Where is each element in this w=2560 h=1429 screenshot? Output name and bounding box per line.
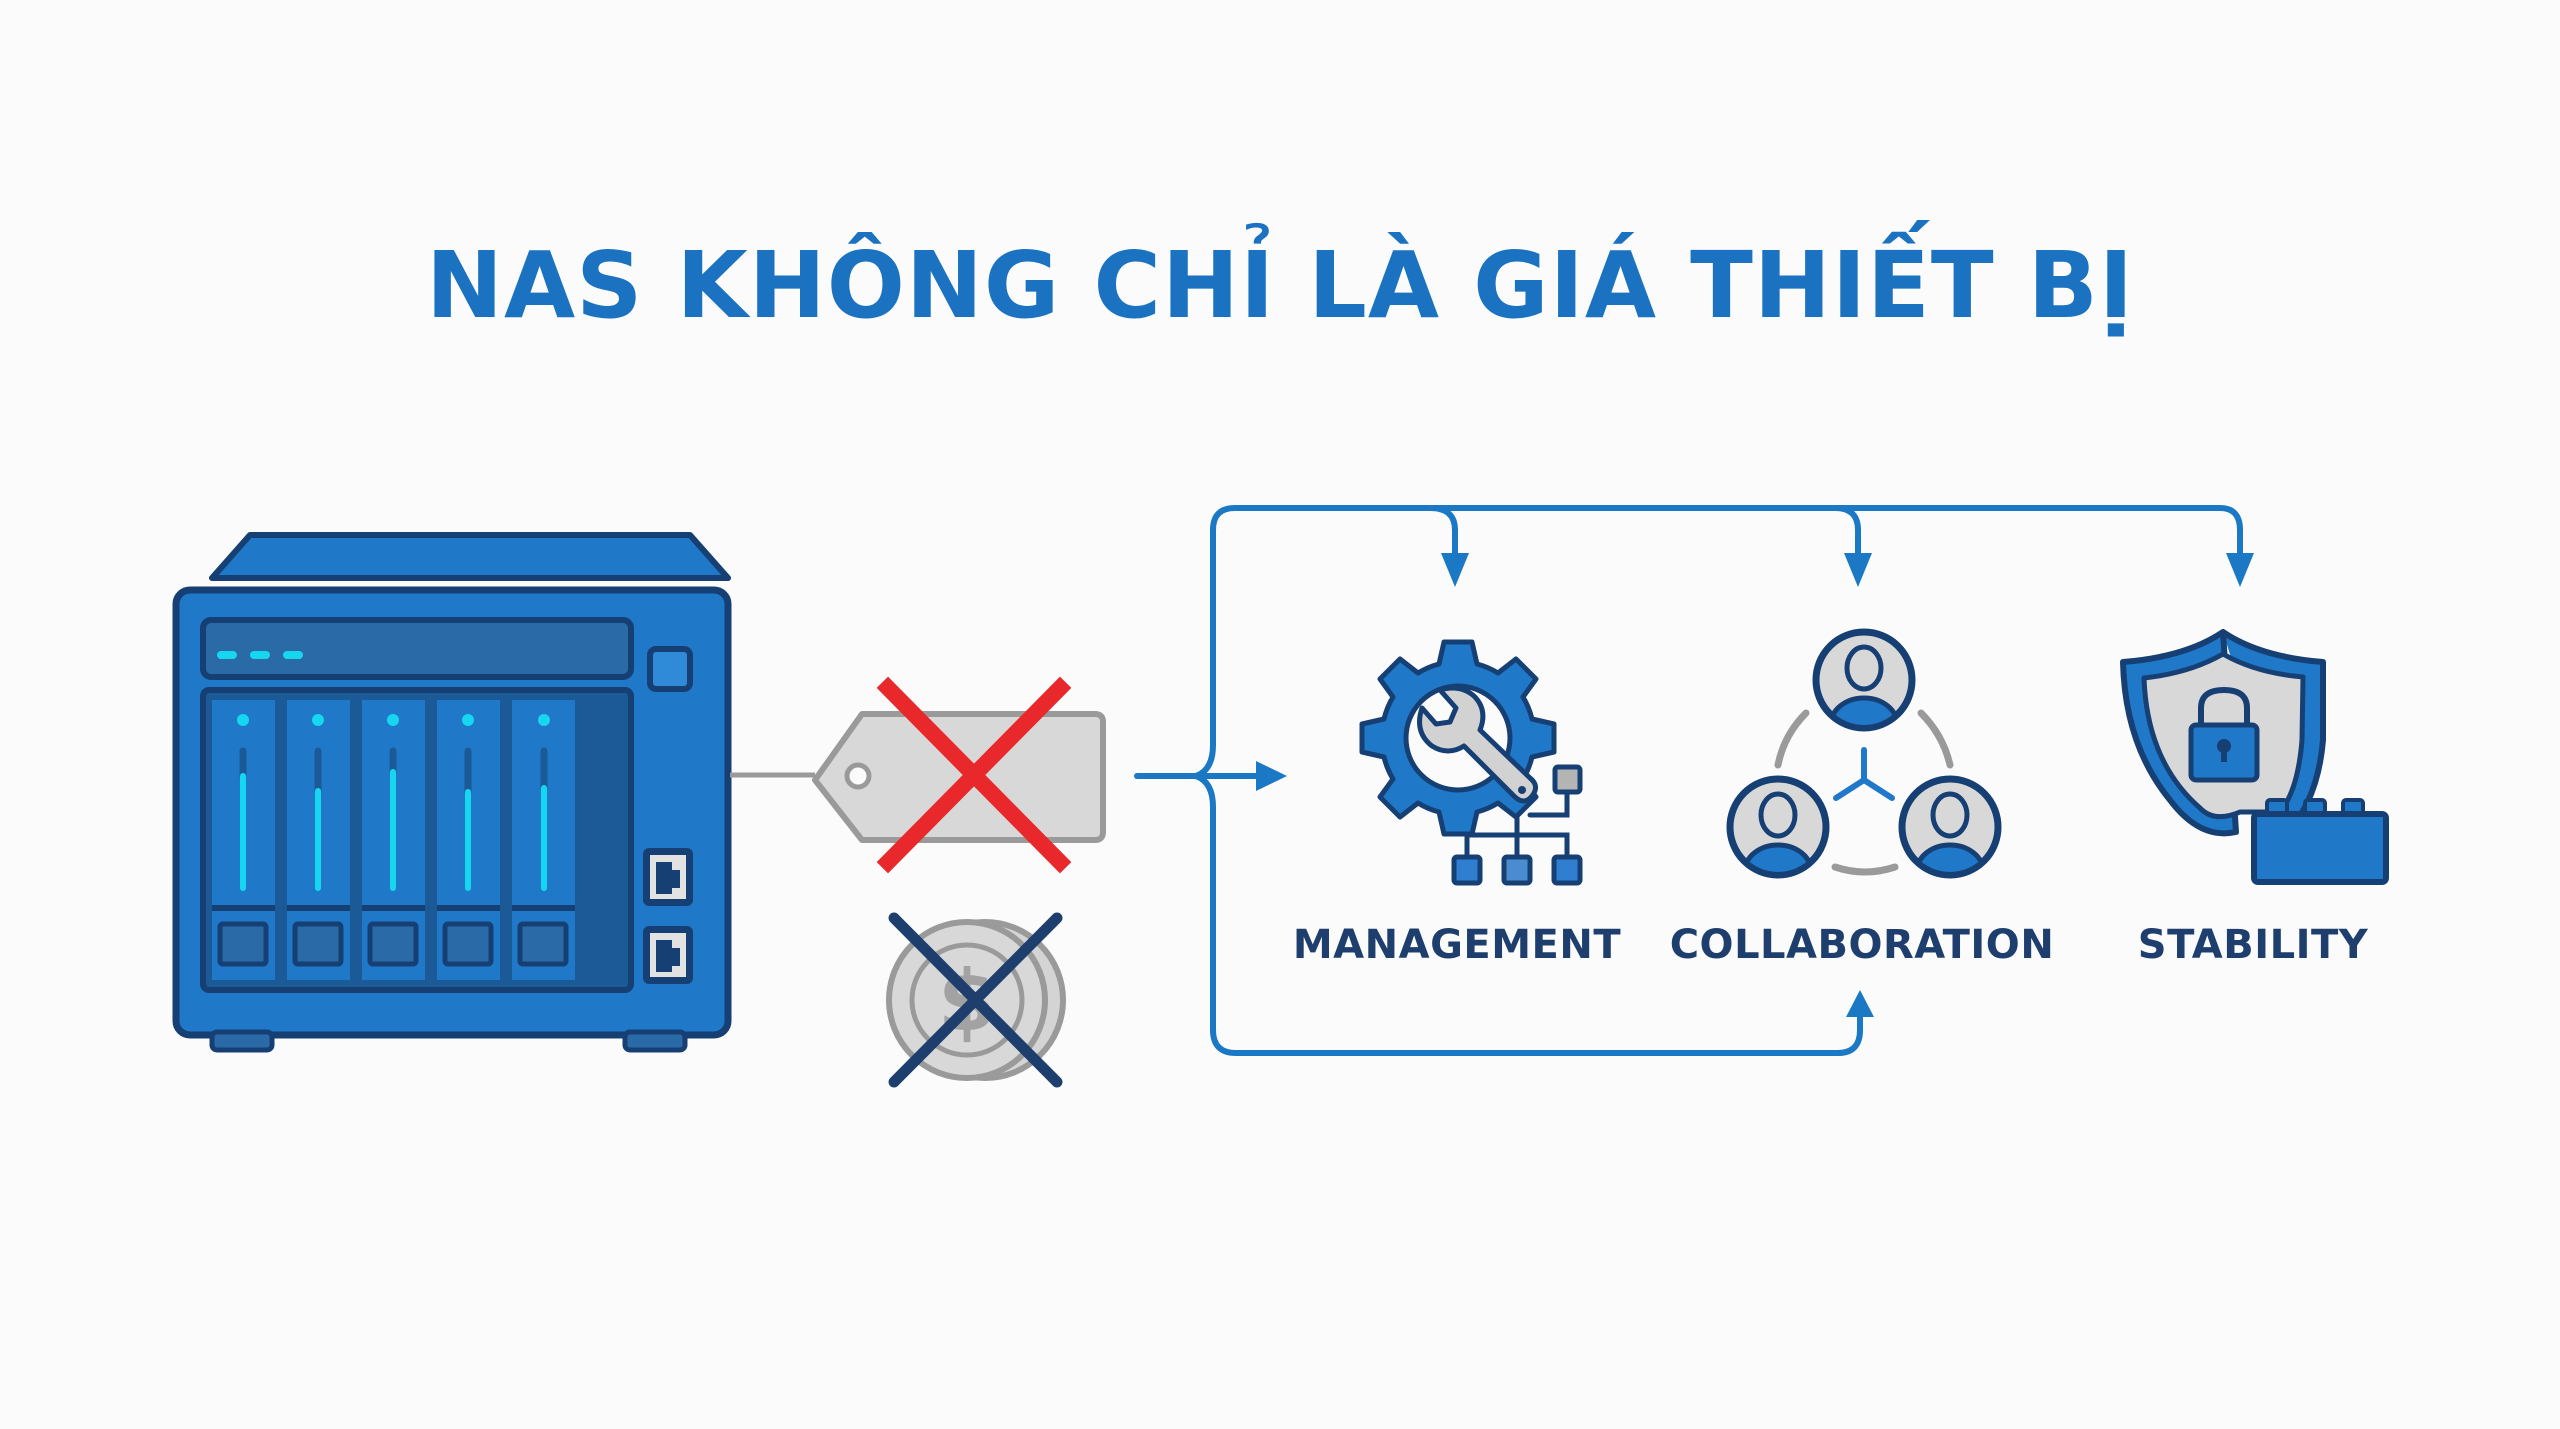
drive-bay [362, 700, 425, 980]
drive-bay [512, 700, 575, 980]
ethernet-port-icon [643, 848, 693, 906]
arrow-down-icon [2226, 553, 2254, 587]
red-cross-icon [876, 676, 1072, 874]
page-title: NAS KHÔNG CHỈ LÀ GIÁ THIẾT BỊ [425, 232, 2135, 339]
drive-bay [287, 700, 350, 980]
person-avatar-icon [1812, 628, 1916, 732]
connector-lines [1134, 505, 2243, 1056]
benefit-label-stability: STABILITY [2137, 922, 2369, 968]
arrow-heads [1256, 553, 2254, 1017]
power-button-icon [647, 646, 693, 692]
drive-bay [437, 700, 500, 980]
arrow-up-icon [1846, 990, 1874, 1017]
people-network-icon [1726, 628, 2002, 879]
shield-lock-block-icon [2120, 629, 2389, 885]
nas-device-icon [172, 532, 732, 1053]
gear-wrench-network-icon [1359, 639, 1583, 886]
person-avatar-icon [1726, 775, 1830, 879]
drive-bay [212, 700, 275, 980]
status-led-group [217, 651, 303, 659]
ethernet-port-icon [643, 926, 693, 984]
person-avatar-icon [1898, 775, 2002, 879]
navy-cross-icon [888, 912, 1063, 1088]
arrow-down-icon [1844, 553, 1872, 587]
benefit-label-collaboration: COLLABORATION [1669, 922, 2055, 968]
benefit-label-management: MANAGEMENT [1292, 922, 1622, 968]
arrow-right-icon [1256, 761, 1287, 791]
price-tag-icon [730, 711, 1106, 843]
arrow-down-icon [1441, 553, 1469, 587]
